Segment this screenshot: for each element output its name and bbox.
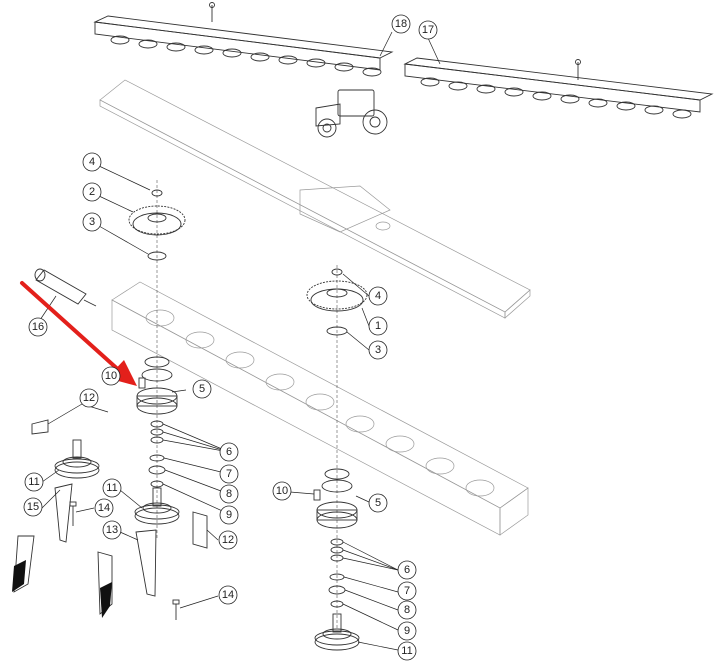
cutter-bar-cover-plate (99, 79, 531, 319)
svg-text:9: 9 (404, 625, 410, 637)
callout-3-upper: 3 (82, 212, 102, 232)
cutting-disc-hub-11-a (54, 439, 100, 479)
svg-text:7: 7 (404, 585, 410, 597)
callout-18: 18 (391, 14, 411, 34)
callout-5-right: 5 (368, 493, 388, 513)
svg-text:8: 8 (226, 488, 232, 500)
svg-text:12: 12 (222, 534, 234, 546)
callout-17: 17 (418, 20, 438, 40)
svg-text:11: 11 (401, 645, 412, 657)
callout-10-right: 10 (272, 481, 292, 501)
cutter-bar-housing (111, 281, 529, 536)
callout-13: 13 (102, 520, 122, 540)
callout-16: 16 (28, 317, 48, 337)
callout-12-lower: 12 (218, 530, 238, 550)
bolt-14-b (172, 599, 180, 620)
svg-text:6: 6 (404, 564, 410, 576)
bearing-ring-3-left (147, 251, 167, 261)
callout-1: 1 (368, 316, 388, 336)
bolt-14-a (69, 501, 77, 526)
bearing-ring-4-left (151, 189, 163, 197)
svg-text:10: 10 (276, 485, 288, 497)
svg-text:4: 4 (375, 290, 381, 302)
cutting-disc-hub-11-b (134, 487, 180, 525)
svg-text:15: 15 (27, 501, 39, 513)
knife-holder-12-b (192, 511, 208, 549)
svg-text:10: 10 (105, 370, 117, 382)
callout-11-left-a: 11 (24, 472, 44, 492)
callout-15: 15 (23, 497, 43, 517)
svg-text:5: 5 (199, 383, 205, 395)
bolt-10-left (138, 377, 146, 389)
svg-text:3: 3 (375, 344, 381, 356)
svg-text:11: 11 (106, 482, 117, 494)
svg-text:3: 3 (89, 216, 95, 228)
callout-7-right: 7 (397, 581, 417, 601)
bearing-hub-5-left (136, 356, 178, 415)
svg-text:16: 16 (32, 321, 44, 333)
mower-beam-right (403, 57, 714, 119)
callout-11-right: 11 (397, 641, 417, 661)
svg-text:4: 4 (89, 156, 95, 168)
knife-15 (12, 483, 73, 593)
bearing-ring-4-right (331, 268, 343, 276)
callout-6-left: 6 (219, 442, 239, 462)
svg-text:13: 13 (106, 524, 118, 536)
svg-text:2: 2 (89, 186, 95, 198)
tractor-illustration (315, 89, 388, 138)
bolt-10-right (313, 489, 321, 501)
callout-8-left: 8 (219, 484, 239, 504)
svg-text:5: 5 (375, 497, 381, 509)
callout-9-right: 9 (397, 621, 417, 641)
svg-text:1: 1 (375, 320, 381, 332)
gear-wheel-2 (128, 205, 186, 236)
svg-text:17: 17 (422, 24, 434, 36)
gear-wheel-1 (306, 280, 368, 312)
callout-5-left: 5 (192, 379, 212, 399)
mower-beam-left (93, 2, 394, 77)
svg-text:18: 18 (395, 18, 407, 30)
tool-16 (34, 268, 97, 307)
leader-lines (39, 31, 441, 651)
svg-text:11: 11 (28, 476, 39, 488)
svg-text:6: 6 (226, 446, 232, 458)
svg-text:8: 8 (404, 604, 410, 616)
callout-14-upper: 14 (94, 498, 114, 518)
svg-text:14: 14 (222, 589, 234, 601)
knife-13 (97, 529, 157, 618)
svg-text:12: 12 (83, 392, 95, 404)
callout-2: 2 (82, 182, 102, 202)
callout-12-upper: 12 (79, 388, 99, 408)
callout-11-left-b: 11 (102, 478, 122, 498)
svg-text:7: 7 (226, 468, 232, 480)
callout-4-lower: 4 (368, 286, 388, 306)
callout-3-lower: 3 (368, 340, 388, 360)
callout-9-left: 9 (219, 505, 239, 525)
callout-4-upper: 4 (82, 152, 102, 172)
callout-8-right: 8 (397, 600, 417, 620)
bearing-ring-3-right (326, 326, 348, 336)
svg-text:9: 9 (226, 509, 232, 521)
cutting-disc-hub-11-c (314, 613, 360, 651)
callout-10-left: 10 (101, 366, 121, 386)
callout-6-right: 6 (397, 560, 417, 580)
knife-holder-12-a (31, 419, 49, 435)
svg-text:14: 14 (98, 502, 110, 514)
bearing-hub-5-right (316, 468, 358, 529)
callout-14-lower: 14 (218, 585, 238, 605)
callout-7-left: 7 (219, 464, 239, 484)
